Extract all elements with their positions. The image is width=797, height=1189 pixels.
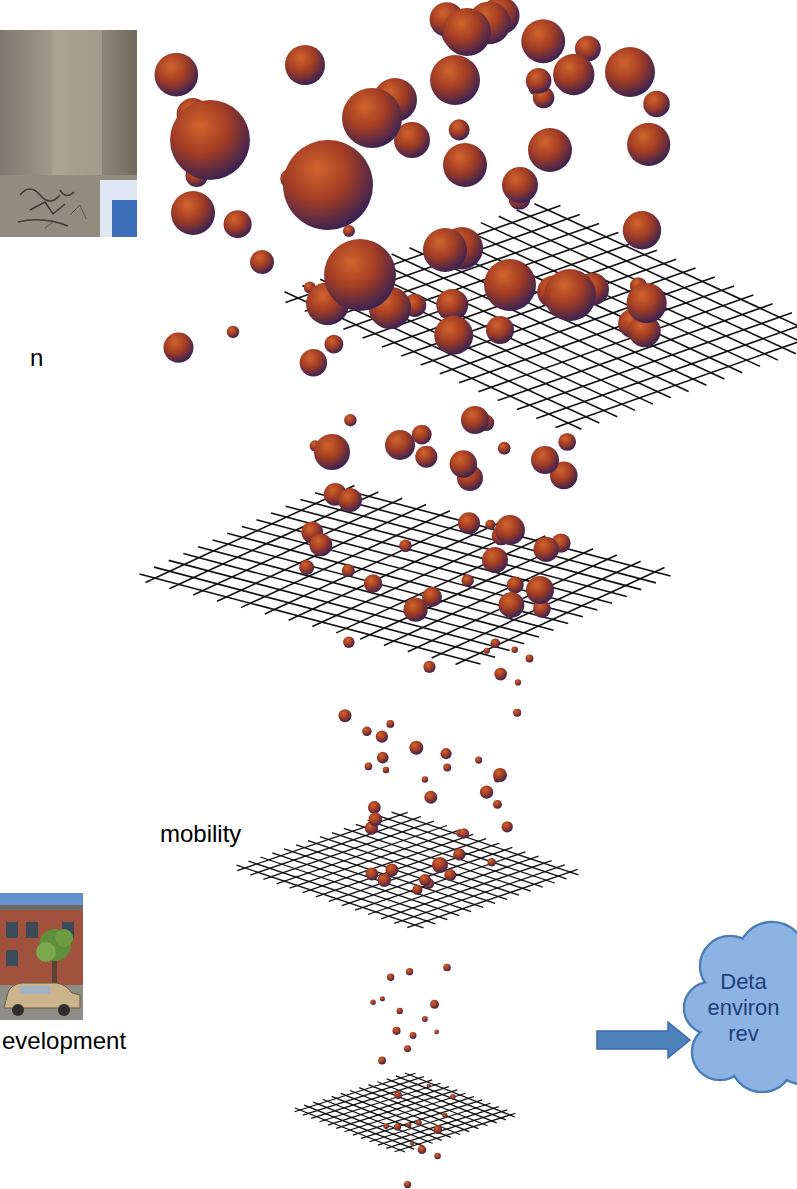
- grid-plane: [295, 1073, 516, 1152]
- grid-plane: [237, 812, 579, 928]
- sphere-cluster: [338, 636, 533, 894]
- caption-label: n: [30, 344, 43, 372]
- grid-layers: [140, 0, 797, 1188]
- grid-plane: [285, 204, 797, 430]
- block-arrow: [597, 1022, 690, 1058]
- cloud-shape: Deta environ rev: [690, 928, 797, 1088]
- sphere-cluster: [370, 964, 455, 1188]
- sphere-cluster: [299, 406, 577, 622]
- photo-underpass: [0, 30, 137, 237]
- sphere-cluster: [154, 0, 670, 377]
- grid-plane: [140, 486, 671, 665]
- photo-street: [0, 893, 83, 1020]
- caption-label: evelopment: [2, 1027, 126, 1055]
- caption-label: mobility: [160, 820, 241, 848]
- cloud-text: Deta environ rev: [694, 969, 794, 1047]
